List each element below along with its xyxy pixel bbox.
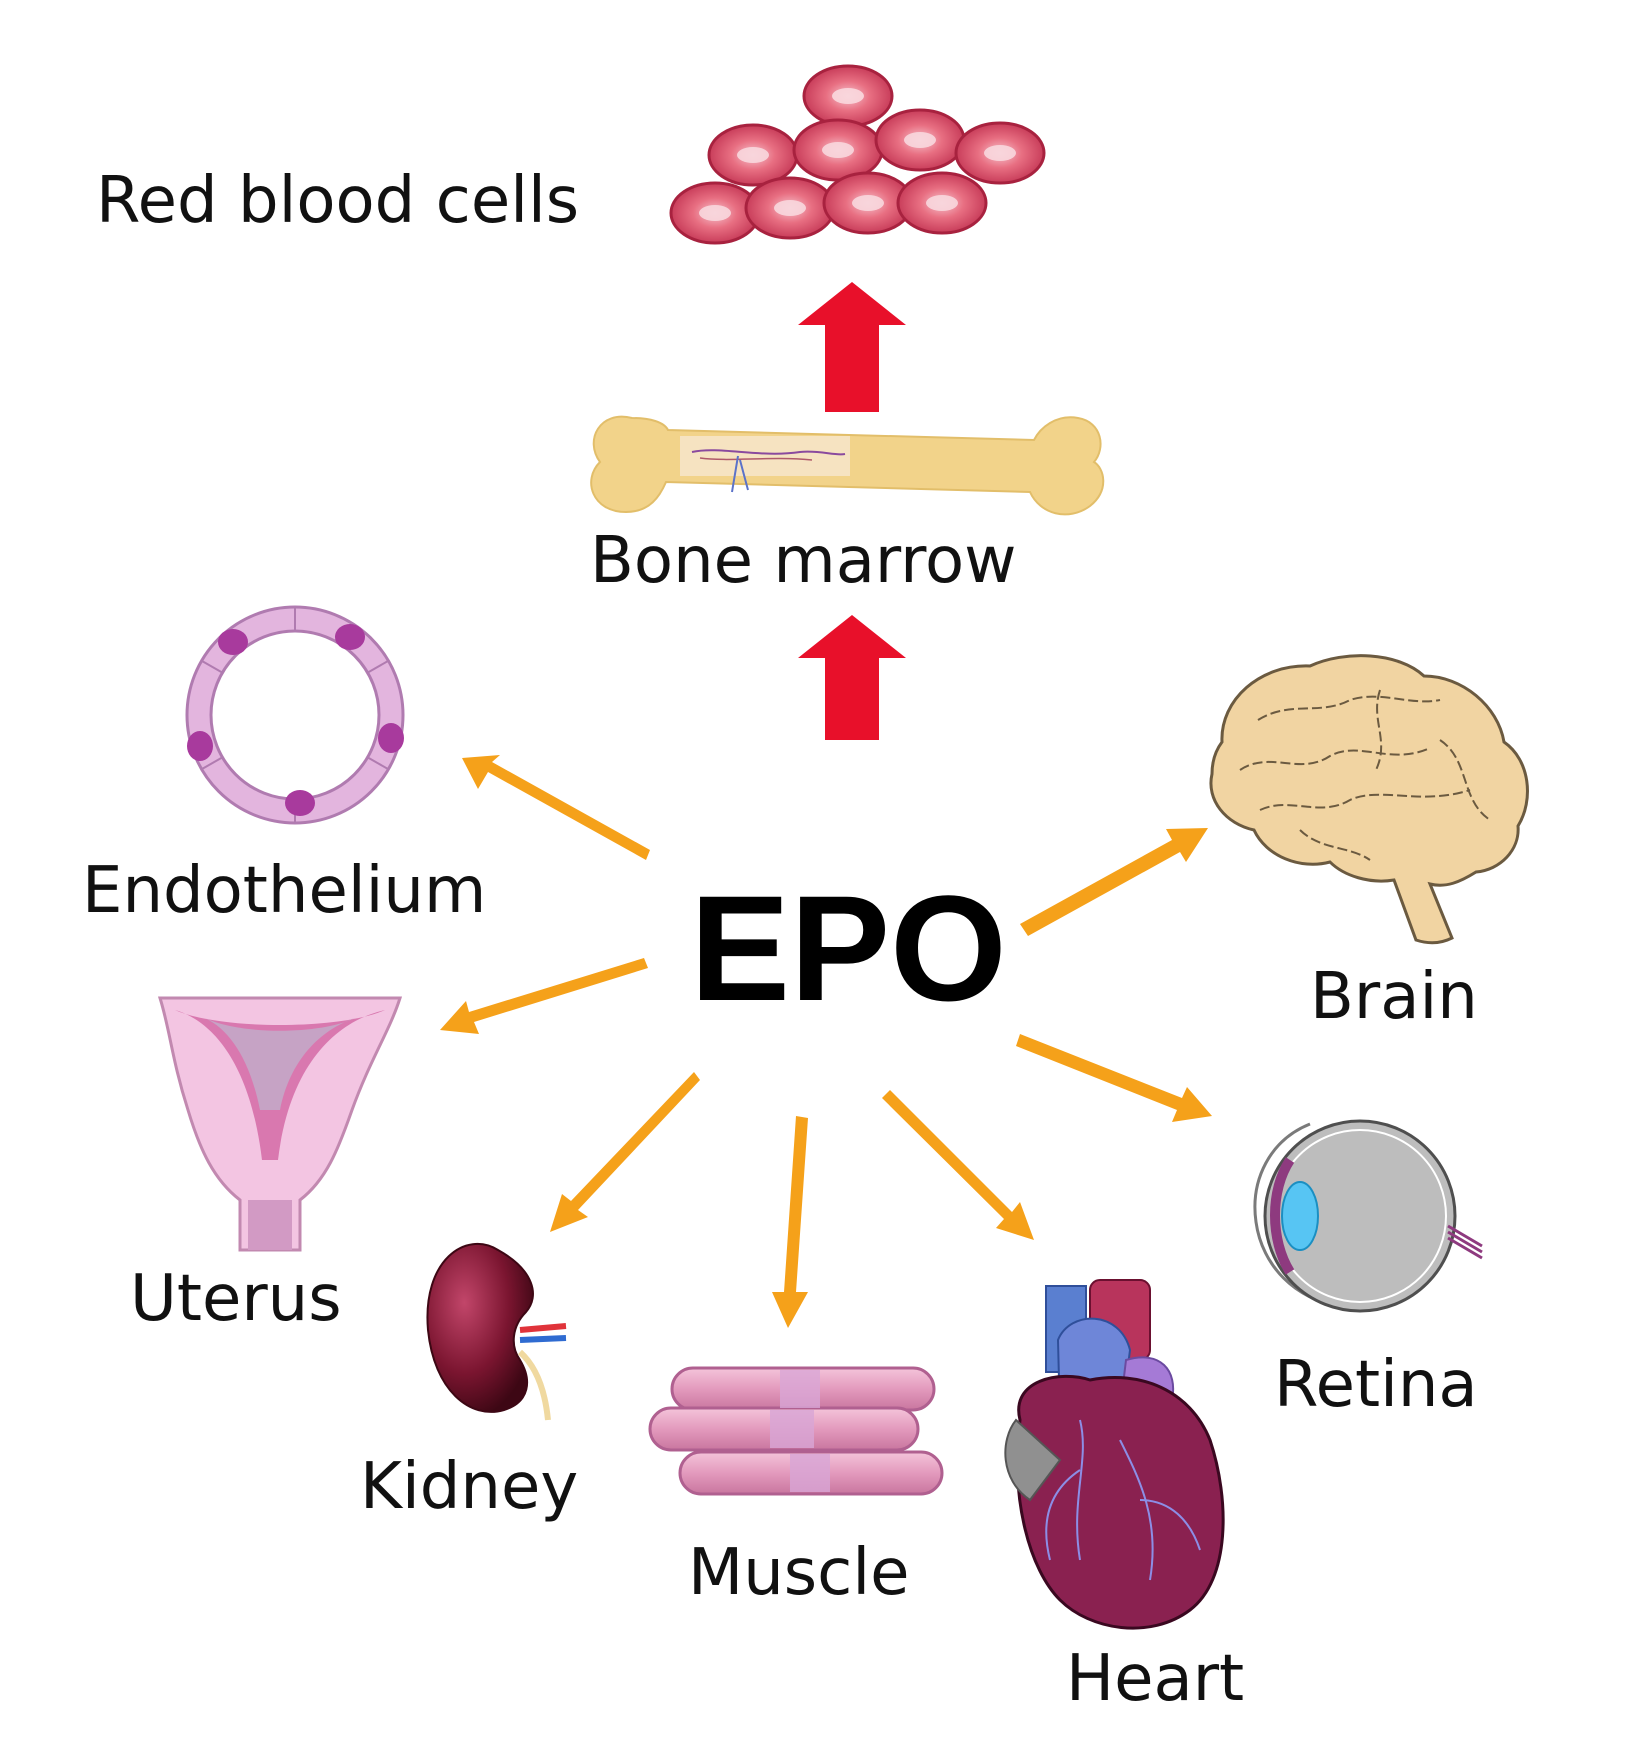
label-heart: Heart: [1066, 1642, 1244, 1716]
arrow-to-uterus: [440, 958, 648, 1034]
bone-marrow-icon: [590, 415, 1105, 516]
label-epo: EPO: [690, 864, 1007, 1032]
brain-icon: [1209, 654, 1529, 945]
arrow-to-brain: [1020, 828, 1208, 936]
retina-eye-icon: [1253, 1119, 1483, 1313]
heart-icon: [1004, 1279, 1225, 1630]
arrow-to-retina: [1016, 1034, 1212, 1122]
arrow-to-kidney: [550, 1072, 700, 1232]
label-bone-marrow: Bone marrow: [590, 524, 1017, 598]
uterus-icon: [157, 996, 403, 1252]
label-kidney: Kidney: [360, 1450, 578, 1524]
arrow-epo-to-bone-marrow: [798, 615, 906, 740]
orange-arrows: [440, 755, 1212, 1328]
arrow-bone-to-rbc: [798, 282, 906, 412]
label-brain: Brain: [1310, 960, 1478, 1034]
arrow-to-heart: [882, 1090, 1034, 1240]
label-retina: Retina: [1274, 1348, 1478, 1422]
label-muscle: Muscle: [688, 1536, 909, 1610]
label-red-blood-cells: Red blood cells: [96, 164, 579, 238]
endothelium-icon: [185, 605, 405, 825]
kidney-icon: [426, 1243, 567, 1421]
label-uterus: Uterus: [130, 1262, 342, 1336]
label-endothelium: Endothelium: [82, 854, 486, 928]
muscle-icon: [648, 1366, 944, 1496]
arrow-to-endothelium: [462, 755, 650, 860]
red-blood-cells-icon: [669, 64, 1046, 245]
arrow-to-muscle: [772, 1116, 808, 1328]
